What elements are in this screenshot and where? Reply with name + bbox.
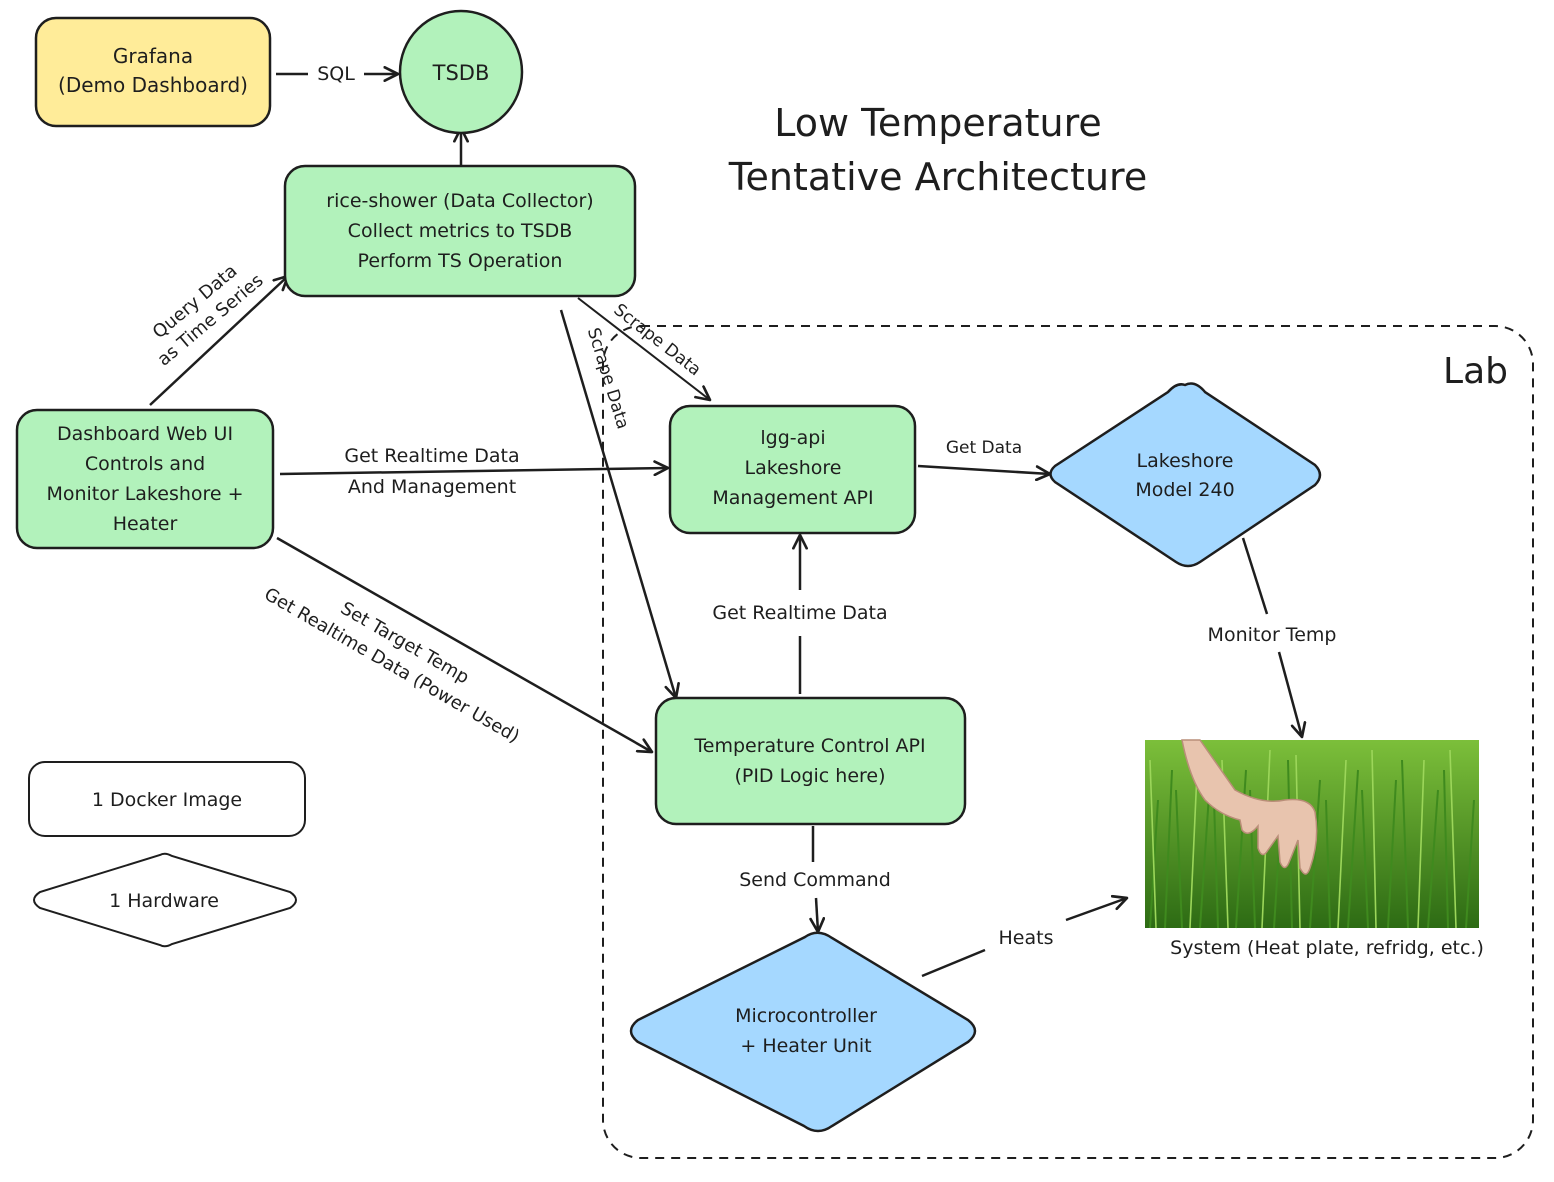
lab-label: Lab (1443, 351, 1508, 392)
node-grafana-box (34, 16, 272, 128)
node-dashboard-box (15, 408, 275, 550)
hand-shape (1181, 739, 1318, 875)
node-microcontroller-diamond (629, 931, 977, 1133)
edge-dashboard-lggapi (279, 460, 670, 477)
node-microcontroller[interactable]: Microcontroller + Heater Unit (629, 931, 977, 1133)
edge-label-get-realtime-mgmt-line2: And Management (348, 476, 516, 498)
edge-tempcontrol-micro-b (809, 897, 826, 934)
edge-label-get-realtime: Get Realtime Data (712, 602, 887, 624)
edge-label-scrape-2: Scrape Data (583, 326, 633, 432)
edge-label-send-command: Send Command (739, 869, 891, 891)
node-rice-shower[interactable]: rice-shower (Data Collector) Collect met… (283, 164, 637, 298)
edge-label-set-target-line2: Get Realtime Data (Power Used) (261, 584, 523, 748)
edge-label-scrape-1: Scrape Data (610, 300, 705, 380)
edge-dashboard-tempcontrol (276, 536, 654, 754)
node-temp-control-box (654, 696, 967, 826)
node-grafana-line2: (Demo Dashboard) (58, 73, 248, 97)
legend-docker: 1 Docker Image (28, 761, 306, 837)
legend-hardware: 1 Hardware (33, 852, 297, 948)
edge-micro-system-a (921, 948, 986, 978)
node-lgg-api-line1: lgg-api (760, 427, 825, 449)
edge-label-sql: SQL (317, 63, 355, 85)
node-rice-shower-line3: Perform TS Operation (358, 250, 563, 272)
node-grafana[interactable]: Grafana (Demo Dashboard) (34, 16, 272, 128)
node-temp-control-line2: (PID Logic here) (734, 765, 885, 787)
node-dashboard-line3: Monitor Lakeshore + (46, 483, 243, 505)
node-dashboard[interactable]: Dashboard Web UI Controls and Monitor La… (15, 408, 275, 550)
node-rice-shower-line1: rice-shower (Data Collector) (326, 190, 593, 212)
node-lakeshore-diamond (1049, 382, 1322, 568)
node-temp-control[interactable]: Temperature Control API (PID Logic here) (654, 696, 967, 826)
legend-docker-label: 1 Docker Image (92, 789, 242, 811)
edge-label-get-data: Get Data (946, 438, 1022, 458)
node-lgg-api-box (668, 404, 917, 535)
node-lgg-api[interactable]: lgg-api Lakeshore Management API (668, 404, 917, 535)
node-lgg-api-line3: Management API (712, 487, 873, 509)
node-dashboard-line4: Heater (113, 513, 178, 535)
legend-hardware-label: 1 Hardware (109, 890, 219, 912)
node-tsdb-label: TSDB (432, 61, 490, 85)
node-dashboard-line2: Controls and (85, 453, 205, 475)
node-lakeshore-line1: Lakeshore (1137, 450, 1234, 472)
hand-in-grass-image (1145, 739, 1479, 929)
node-lgg-api-line2: Lakeshore (745, 457, 842, 479)
edge-label-scrape-2-text: Scrape Data (583, 326, 633, 432)
node-system[interactable]: System (Heat plate, refridg, etc.) (1145, 739, 1484, 959)
node-tsdb[interactable]: TSDB (398, 9, 524, 135)
node-tsdb-circle (398, 9, 524, 135)
node-rice-shower-line2: Collect metrics to TSDB (348, 220, 573, 242)
edge-dashboard-riceshower (149, 274, 290, 406)
node-temp-control-line1: Temperature Control API (693, 735, 925, 757)
node-microcontroller-line1: Microcontroller (735, 1005, 877, 1027)
edge-riceshower-tempcontrol (559, 309, 680, 700)
diagram-title-line2: Tentative Architecture (728, 155, 1147, 199)
edge-label-monitor-temp: Monitor Temp (1208, 624, 1337, 646)
node-dashboard-line1: Dashboard Web UI (57, 423, 233, 445)
edge-lggapi-lakeshore (917, 464, 1052, 482)
legend-hardware-diamond (33, 852, 297, 948)
edge-label-heats: Heats (999, 927, 1054, 949)
node-lakeshore[interactable]: Lakeshore Model 240 (1049, 382, 1322, 568)
edge-lakeshore-system-b (1277, 651, 1307, 739)
edge-micro-system-b (1065, 894, 1129, 922)
legend-docker-box (28, 761, 306, 837)
node-lakeshore-line2: Model 240 (1135, 479, 1234, 501)
edge-label-set-target: Set Target Temp Get Realtime Data (Power… (261, 584, 523, 748)
node-system-label: System (Heat plate, refridg, etc.) (1170, 937, 1484, 959)
edge-label-scrape-1-text: Scrape Data (610, 300, 705, 380)
node-microcontroller-line2: + Heater Unit (740, 1035, 871, 1057)
edge-label-get-realtime-mgmt-line1: Get Realtime Data (344, 445, 519, 467)
edge-lakeshore-system-a (1241, 537, 1269, 615)
edge-riceshower-lggapi (577, 297, 712, 402)
node-grafana-line1: Grafana (113, 44, 193, 68)
diagram-title-line1: Low Temperature (774, 101, 1102, 145)
edge-label-query-data: Query Data as Time Series (149, 261, 268, 371)
node-rice-shower-box (283, 164, 637, 298)
